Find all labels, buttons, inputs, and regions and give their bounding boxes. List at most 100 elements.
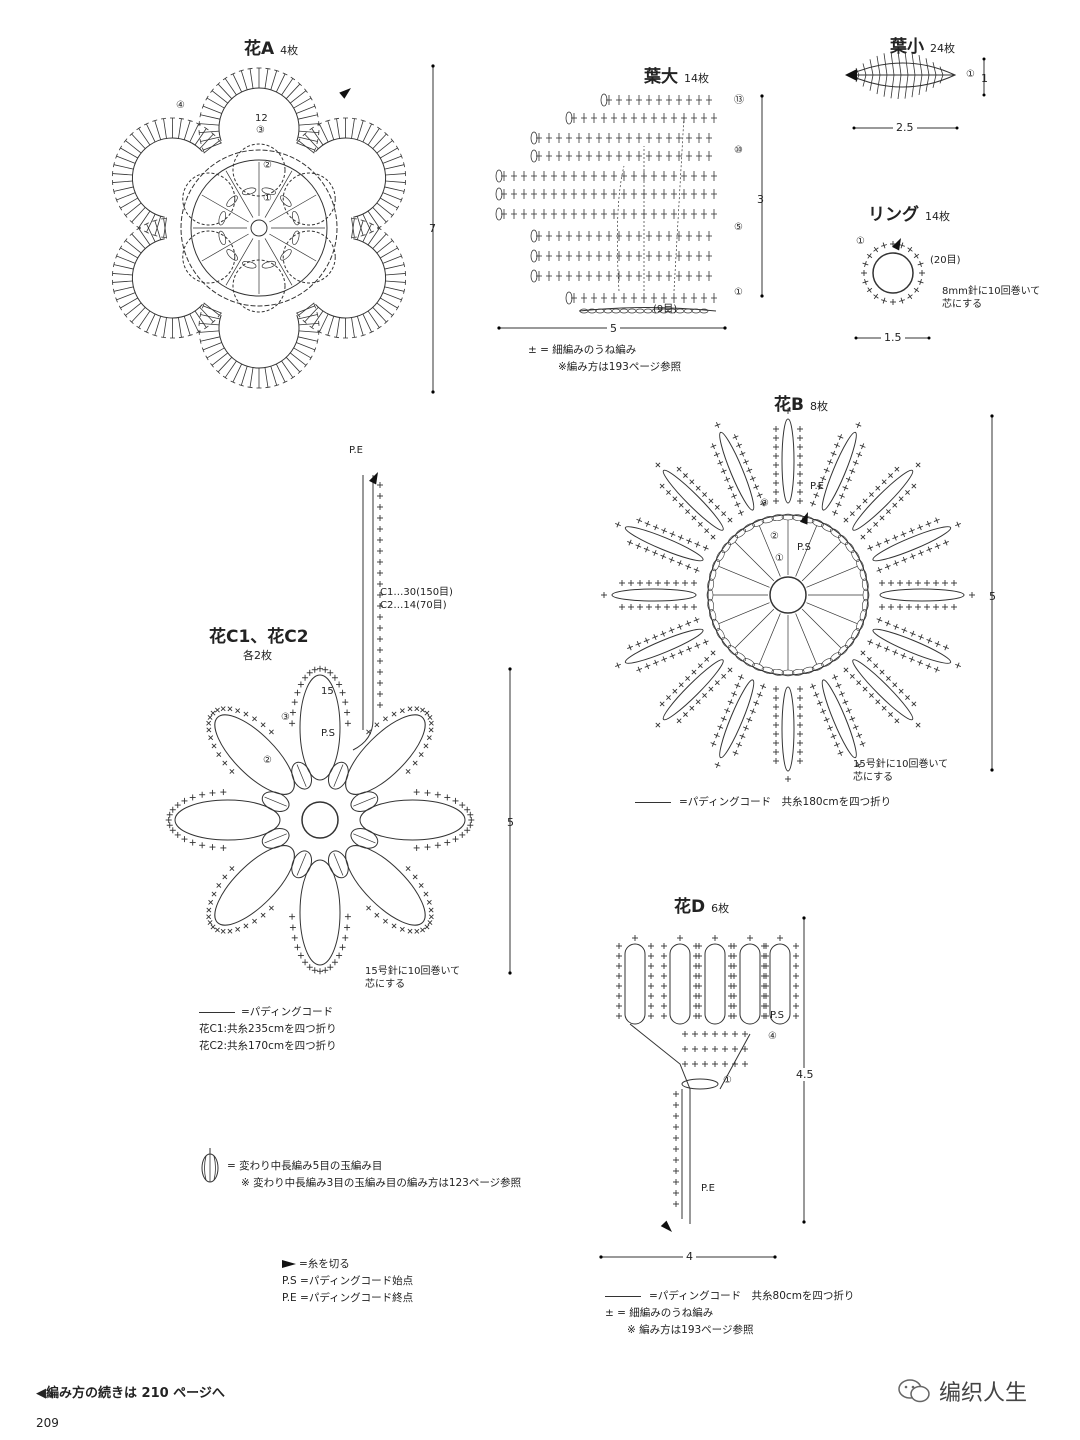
flower-b-ps: P.S xyxy=(797,542,811,553)
flower-d-ps: P.S xyxy=(770,1010,784,1021)
flower-c-note-2: 芯にする xyxy=(365,978,406,990)
flower-d-legend-ref: ※ 編み方は193ページ参照 xyxy=(627,1323,754,1336)
flower-a-diagram xyxy=(111,67,407,389)
flower-c-stem-2: C2…14(70目) xyxy=(380,599,447,611)
leaf-large-height: 3 xyxy=(757,193,764,206)
flower-d-diagram xyxy=(616,935,799,1232)
flower-b-round-1: ① xyxy=(775,553,784,564)
flower-a-height-line xyxy=(431,64,435,394)
leaf-large-diagram xyxy=(495,93,717,314)
leaf-large-row-5: ⑤ xyxy=(734,222,743,233)
leaf-large-height-line xyxy=(760,94,764,298)
flower-b-legend: =パディングコード 共糸180cmを四つ折り xyxy=(635,794,891,811)
flower-c-height: 5 xyxy=(507,816,514,829)
flower-c-note: 15号針に10回巻いて 芯にする xyxy=(365,966,460,991)
flower-b-legend-text: =パディングコード 共糸180cmを四つ折り xyxy=(679,796,892,808)
chat-bubble-icon xyxy=(898,1379,930,1403)
pe-legend: =パディングコード終点 xyxy=(300,1291,414,1304)
leaf-small-height-line xyxy=(982,57,986,97)
leaf-small-height: 1 xyxy=(981,72,988,85)
flower-d-legend: =パディングコード 共糸80cmを四つ折り ± = 細編みのうね編み ※ 編み方… xyxy=(605,1288,854,1338)
leaf-small-count: 24枚 xyxy=(930,42,955,55)
flower-b-height: 5 xyxy=(989,590,996,603)
leaf-small-round: ① xyxy=(966,69,975,80)
leaf-large-legend: ± = 細編みのうね編み ※編み方は193ページ参照 xyxy=(528,342,681,376)
flower-a-count: 4枚 xyxy=(280,44,299,57)
flower-b-note: 15号針に10回巻いて 芯にする xyxy=(853,759,948,784)
flower-c-legend-text: =パディングコード xyxy=(241,1006,334,1018)
ring-width: 1.5 xyxy=(881,331,905,344)
flower-d-round-1: ① xyxy=(723,1075,732,1086)
watermark: 编织人生 xyxy=(897,1375,1027,1407)
flower-c-pe: P.E xyxy=(349,445,363,456)
flower-b-count: 8枚 xyxy=(809,400,828,413)
leaf-large-legend-ref: ※編み方は193ページ参照 xyxy=(558,360,682,373)
flower-c-title: 花C1、花C2 xyxy=(209,627,309,647)
flower-a-round-3: ③ xyxy=(256,125,265,136)
flower-c-stitch-count: 15 xyxy=(321,686,334,697)
page-number: 209 xyxy=(36,1416,59,1430)
leaf-large-row-13: ⑬ xyxy=(734,95,744,106)
flower-a-round-4: ④ xyxy=(176,100,185,111)
flower-b-note-1: 15号針に10回巻いて xyxy=(853,759,949,770)
bobble-legend-ref: ※ 変わり中長編み3目の玉編み目の編み方は123ページ参照 xyxy=(241,1176,522,1189)
continue-note: ◀編み方の続きは 210 ページへ xyxy=(36,1386,225,1401)
flower-b-round-2: ② xyxy=(770,531,779,542)
leaf-large-row-1: ① xyxy=(734,287,743,298)
flower-d-width: 4 xyxy=(683,1250,696,1263)
ps-legend: =パディングコード始点 xyxy=(300,1274,414,1287)
flower-c-legend: =パディングコード 花C1:共糸235cmを四つ折り 花C2:共糸170cmを四… xyxy=(199,1004,337,1054)
cut-legend: =糸を切る xyxy=(299,1258,350,1270)
flower-a-height: 7 xyxy=(429,222,436,235)
flower-d-count: 6枚 xyxy=(711,902,730,915)
flower-d-pe: P.E xyxy=(701,1183,715,1194)
ring-round: ① xyxy=(856,236,865,247)
flower-b-pe: P.E xyxy=(810,481,824,492)
leaf-large-base: (9目) xyxy=(653,304,678,315)
pe-key: P.E xyxy=(282,1291,297,1304)
flower-c-round-2: ② xyxy=(263,755,272,766)
leaf-small-diagram xyxy=(845,50,957,100)
leaf-large-count: 14枚 xyxy=(684,72,709,85)
ring-diagram xyxy=(861,238,925,305)
cut-yarn-icon xyxy=(282,1260,296,1268)
bobble-legend-text: = 変わり中長編み5目の玉編み目 xyxy=(227,1160,383,1172)
ring-note-2: 芯にする xyxy=(942,298,983,310)
ring-note-1: 8mm針に10回巻いて xyxy=(942,286,1041,297)
flower-d-legend-symbol: ± xyxy=(605,1306,614,1319)
leaf-small-width: 2.5 xyxy=(893,121,917,134)
flower-b-round-3: ③ xyxy=(760,498,769,509)
flower-c-count: 各2枚 xyxy=(243,649,272,662)
bobble-legend: = 変わり中長編み5目の玉編み目 ※ 変わり中長編み3目の玉編み目の編み方は12… xyxy=(227,1158,521,1192)
flower-c-diagram xyxy=(165,472,475,975)
leaf-large-legend-symbol: ± xyxy=(528,344,537,356)
flower-a-stitch-count: 12 xyxy=(255,113,268,124)
flower-d-round-4: ④ xyxy=(768,1031,777,1042)
general-legends: =糸を切る P.S =パディングコード始点 P.E =パディングコード終点 xyxy=(282,1256,413,1306)
flower-c-stem-1: C1…30(150目) xyxy=(380,587,453,598)
flower-c-c1: 花C1:共糸235cmを四つ折り xyxy=(199,1022,337,1035)
flower-b-note-2: 芯にする xyxy=(853,771,894,783)
flower-c-round-3: ③ xyxy=(281,712,290,723)
flower-b-diagram xyxy=(601,408,975,782)
flower-c-height-line xyxy=(508,667,512,975)
leaf-large-row-10: ⑩ xyxy=(734,145,743,156)
flower-c-ps: P.S xyxy=(321,728,335,739)
flower-d-legend-stitch: = 細編みのうね編み xyxy=(617,1306,714,1319)
leaf-large-width: 5 xyxy=(607,322,620,335)
watermark-text: 编织人生 xyxy=(939,1381,1028,1406)
flower-d-height: 4.5 xyxy=(794,1068,816,1081)
ps-key: P.S xyxy=(282,1274,297,1287)
flower-a-round-1: ① xyxy=(263,193,272,204)
ring-count: 14枚 xyxy=(925,210,950,223)
flower-d-legend-text: =パディングコード 共糸80cmを四つ折り xyxy=(649,1290,855,1302)
bobble-stitch-symbol xyxy=(201,1148,219,1183)
flower-c-stem: C1…30(150目) C2…14(70目) xyxy=(380,587,453,612)
flower-a-round-2: ② xyxy=(263,160,272,171)
